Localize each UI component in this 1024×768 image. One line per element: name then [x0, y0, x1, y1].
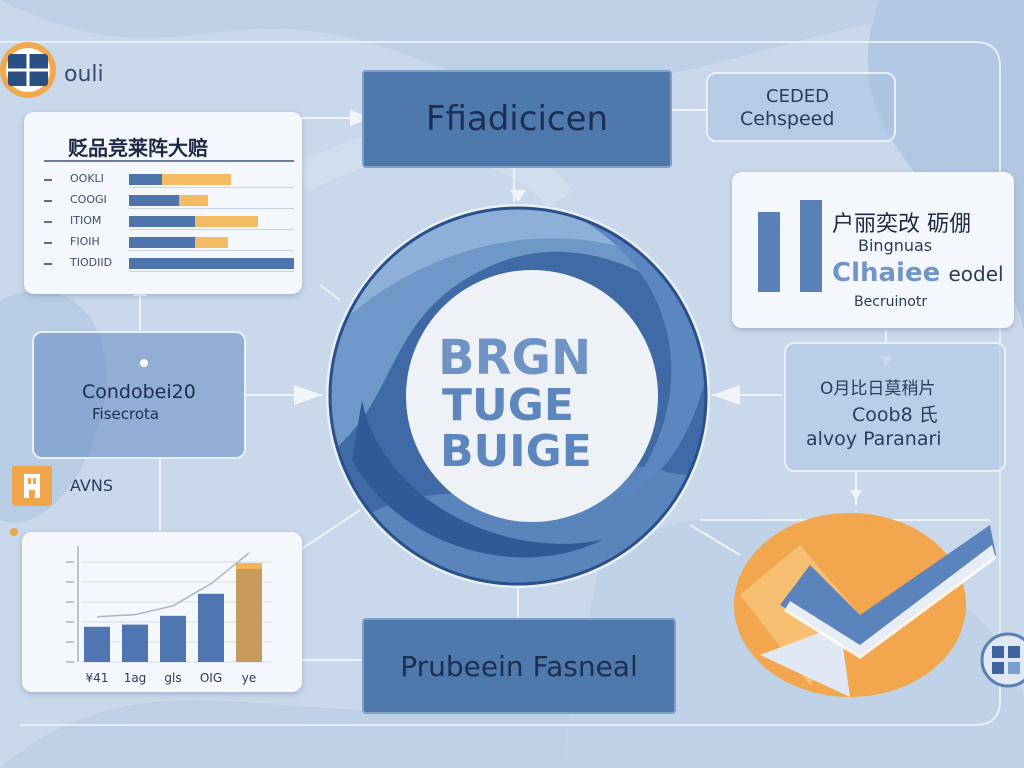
- bar-row-orange: [129, 174, 232, 185]
- column-bar: [84, 626, 110, 662]
- bar-chart-title: 贬品竞莱阵大赔: [68, 136, 208, 160]
- column-bar: [236, 563, 262, 662]
- top-process-label: Ffiadicicen: [425, 99, 609, 139]
- bar-row-label: TIODIID: [70, 256, 113, 269]
- bottom-process-label: Prubeein Fasneal: [400, 649, 638, 683]
- grid-badge-icon[interactable]: [980, 632, 1024, 688]
- bar-row-dark: [129, 174, 162, 185]
- right-card-line4: Becruinotr: [854, 294, 928, 310]
- pie-graphic: [730, 505, 1000, 705]
- bar-row-track: [129, 195, 294, 209]
- column-chart: ¥41 1ag gls OIG ye: [66, 546, 272, 685]
- column-bar-cap: [236, 563, 262, 569]
- column-bar: [198, 593, 224, 662]
- feature-bar-2: [800, 200, 822, 292]
- bottom-process-box[interactable]: Prubeein Fasneal: [362, 618, 676, 714]
- row-marker: [44, 179, 52, 181]
- feature-bar-1: [758, 212, 780, 292]
- right-panel-line3: alvoy Paranari: [806, 428, 942, 450]
- column-bar: [160, 615, 186, 662]
- bar-row-label: OOKLI: [70, 172, 104, 185]
- bar-row-track: [129, 216, 294, 230]
- central-hub[interactable]: BRGN TUGE BUIGE: [322, 200, 714, 592]
- left-panel-line2: Fisecrota: [92, 405, 160, 423]
- bar-row-label: COOGI: [70, 193, 107, 206]
- hub-swirl-graphic: [326, 204, 710, 588]
- right-card-line1: 户丽奕改 砺倗: [832, 206, 971, 238]
- right-card-line3b: eodel: [948, 262, 1004, 286]
- column-tick-label: ye: [242, 671, 256, 685]
- hub-line2: TUGE: [442, 380, 574, 431]
- bar-row-track: [129, 174, 294, 188]
- logo-text: ouli: [64, 62, 104, 87]
- row-marker: [44, 200, 52, 202]
- column-tick-label: ¥41: [86, 671, 109, 685]
- bar-chart-card: 贬品竞莱阵大赔 OOKLI COOGI ITIOM FIOIH TIODIID: [24, 112, 302, 294]
- top-right-line2: Cehspeed: [740, 108, 835, 130]
- bar-row-label: ITIOM: [70, 214, 102, 227]
- right-card-line2: Bingnuas: [858, 236, 933, 255]
- hub-line3: BUIGE: [440, 426, 592, 477]
- column-tick-label: gls: [164, 671, 181, 685]
- row-marker: [44, 263, 52, 265]
- right-card-line3: Clhaiee eodel: [832, 258, 1004, 288]
- bar-chart-title-rule: [44, 160, 294, 162]
- logo: [0, 32, 58, 108]
- bar-row-track: [129, 237, 294, 251]
- hub-line1: BRGN: [438, 330, 592, 386]
- bar-chart-rows: OOKLI COOGI ITIOM FIOIH TIODIID: [34, 172, 294, 284]
- row-marker: [44, 221, 52, 223]
- top-right-line1: CEDED: [766, 86, 830, 107]
- top-process-box[interactable]: Ffiadicicen: [362, 70, 672, 168]
- building-icon: [12, 466, 52, 506]
- column-bar: [122, 624, 148, 662]
- column-chart-card: ¥41 1ag gls OIG ye: [22, 532, 302, 692]
- dot-marker: [140, 359, 148, 367]
- bar-row-label: FIOIH: [70, 235, 100, 248]
- bar-row-dark: [129, 237, 195, 248]
- left-panel-line1: Condobei20: [82, 381, 196, 403]
- right-feature-card: 户丽奕改 砺倗 Bingnuas Clhaiee eodel Becruinot…: [732, 172, 1014, 328]
- top-right-box[interactable]: CEDED Cehspeed: [706, 72, 896, 142]
- trend-line: [96, 552, 250, 618]
- row-marker: [44, 242, 52, 244]
- column-tick-label: OIG: [200, 671, 222, 685]
- left-info-panel[interactable]: Condobei20 Fisecrota: [32, 331, 246, 459]
- grid-logo-icon: [0, 42, 56, 98]
- right-info-panel[interactable]: Ο月比日莫稍片 Coob8 氏 alvoy Paranari: [784, 342, 1006, 472]
- column-tick-label: 1ag: [124, 671, 147, 685]
- bar-row-track: [129, 258, 294, 272]
- right-panel-line1: Ο月比日莫稍片: [820, 379, 936, 399]
- right-card-line1-text: 户丽奕改 砺倗: [832, 212, 971, 237]
- aside-label: AVNS: [70, 476, 113, 495]
- orange-dot: [10, 528, 18, 536]
- right-panel-line2: Coob8 氏: [852, 404, 938, 426]
- bar-row-dark: [129, 195, 179, 206]
- bar-row-dark: [129, 258, 294, 269]
- right-card-line3a: Clhaiee: [832, 258, 941, 288]
- bar-row-dark: [129, 216, 195, 227]
